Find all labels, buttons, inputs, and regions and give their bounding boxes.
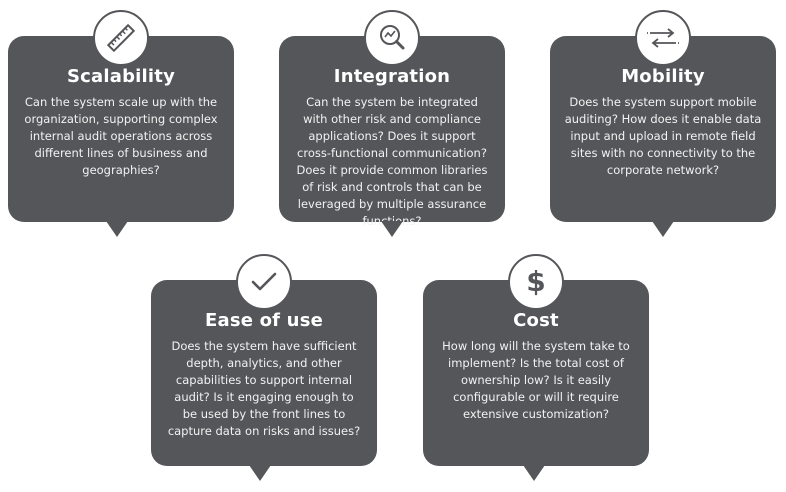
card-body: Does the system support mobile auditing?… bbox=[564, 95, 762, 177]
callout-pointer bbox=[381, 221, 403, 237]
card-body: Does the system have sufficient depth, a… bbox=[167, 339, 361, 438]
card-cost: $ Cost How long will the system take to … bbox=[423, 254, 649, 481]
card-scalability: Scalability Can the system scale up with… bbox=[8, 10, 234, 237]
dollar-icon: $ bbox=[508, 254, 564, 310]
card-title: Scalability bbox=[66, 66, 176, 87]
callout-pointer bbox=[249, 465, 271, 481]
callout-pointer bbox=[106, 221, 128, 237]
sync-arrows-icon bbox=[635, 10, 691, 66]
card-title: Mobility bbox=[621, 66, 705, 87]
magnifier-chart-icon bbox=[364, 10, 420, 66]
checkmark-icon bbox=[236, 254, 292, 310]
card-title: Ease of use bbox=[204, 310, 324, 331]
card-integration: Integration Can the system be integrated… bbox=[279, 10, 505, 237]
dollar-glyph: $ bbox=[526, 265, 546, 298]
card-body: How long will the system take to impleme… bbox=[442, 339, 630, 421]
card-body: Can the system scale up with the organiz… bbox=[24, 95, 218, 177]
card-title: Cost bbox=[513, 310, 559, 331]
callout-pointer bbox=[523, 465, 545, 481]
ruler-icon bbox=[93, 10, 149, 66]
callout-pointer bbox=[652, 221, 674, 237]
card-body: Can the system be integrated with other … bbox=[296, 95, 488, 228]
card-mobility: Mobility Does the system support mobile … bbox=[550, 10, 776, 237]
card-title: Integration bbox=[333, 66, 451, 87]
card-ease-of-use: Ease of use Does the system have suffici… bbox=[151, 254, 377, 481]
